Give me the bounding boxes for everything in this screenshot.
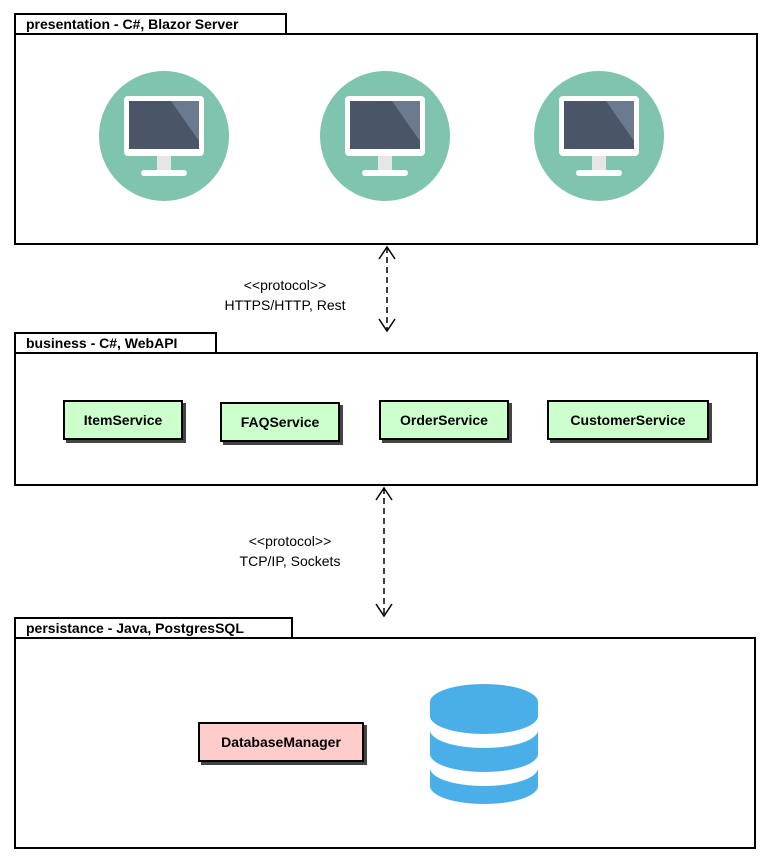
presentation-package-title: presentation - C#, Blazor Server (26, 16, 239, 32)
business-package-title: business - C#, WebAPI (26, 335, 178, 351)
monitor-icon (320, 71, 450, 201)
connector-2-label: <<protocol>> TCP/IP, Sockets (210, 531, 370, 571)
faq-service: FAQService (220, 402, 340, 442)
persistance-package (14, 637, 756, 849)
connector-1-protocol: HTTPS/HTTP, Rest (224, 297, 346, 313)
database-manager: DatabaseManager (198, 722, 364, 762)
monitor-icon (534, 71, 664, 201)
order-service: OrderService (379, 400, 509, 440)
connector-presentation-business (378, 245, 396, 333)
monitor-icon (99, 71, 229, 201)
persistance-package-tab: persistance - Java, PostgresSQL (14, 617, 293, 638)
customer-service: CustomerService (547, 400, 709, 440)
connector-2-protocol: TCP/IP, Sockets (239, 553, 341, 569)
connector-business-persistance (375, 486, 393, 618)
presentation-package-tab: presentation - C#, Blazor Server (14, 13, 287, 34)
persistance-package-title: persistance - Java, PostgresSQL (26, 620, 244, 636)
connector-2-stereotype: <<protocol>> (248, 533, 332, 549)
connector-1-stereotype: <<protocol>> (243, 277, 327, 293)
database-icon (430, 684, 538, 804)
connector-1-label: <<protocol>> HTTPS/HTTP, Rest (195, 275, 375, 315)
item-service: ItemService (63, 400, 183, 440)
business-package-tab: business - C#, WebAPI (14, 332, 217, 353)
